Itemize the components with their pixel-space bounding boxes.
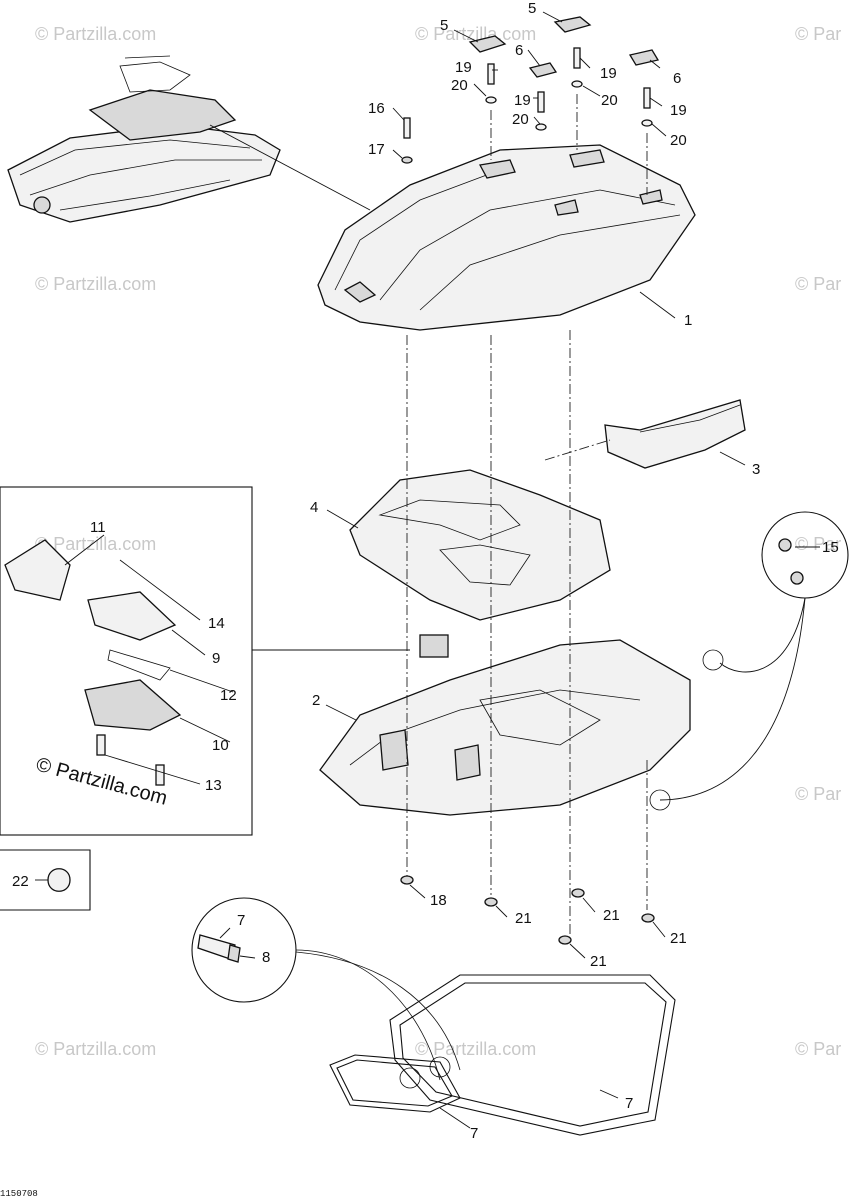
callout-19: 19 [670,102,687,119]
callout-21: 21 [670,930,687,947]
watermark-faint: © Partzilla.com [415,1039,536,1059]
watermark-faint-edge: © Par [795,24,841,44]
callout-12: 12 [220,687,237,704]
callout-20: 20 [512,111,529,128]
watermark-faint-edge: © Par [795,274,841,294]
watermark-faint: © Partzilla.com [415,24,536,44]
callout-2: 2 [312,692,320,709]
callout-20: 20 [451,77,468,94]
callout-7: 7 [237,912,245,929]
callout-19: 19 [455,59,472,76]
watermark-partzilla: © Partzilla.com [34,754,170,810]
callout-15: 15 [822,539,839,556]
gasket-seal [191,897,676,1136]
callout-7: 7 [625,1095,633,1112]
watermark-faint: © Partzilla.com [35,534,156,554]
callout-9: 9 [212,650,220,667]
callout-6: 6 [515,42,523,59]
callout-18: 18 [430,892,447,909]
inset-box-clamp [0,849,91,911]
part-front-tub [319,634,691,816]
callout-11: 11 [90,519,106,536]
callout-21: 21 [603,907,620,924]
diagram-reference-code: 1150708 [0,1189,38,1199]
callout-4: 4 [310,499,318,516]
watermark-faint-edge: © Par [795,534,841,554]
callout-13: 13 [205,777,222,794]
callout-numbers: 5 5 6 6 19 19 19 19 20 20 20 20 16 17 1 … [12,0,839,1142]
callout-16: 16 [368,100,385,117]
callout-3: 3 [752,461,760,478]
callout-1: 1 [684,312,692,329]
detail-circle-15 [649,511,849,811]
callout-10: 10 [212,737,229,754]
callout-17: 17 [368,141,385,158]
callout-14: 14 [208,615,225,632]
watercraft-overview [7,55,371,223]
watermark-strong: © Partzilla.com [34,754,170,810]
callout-21: 21 [515,910,532,927]
callout-7: 7 [470,1125,478,1142]
watermark-faint-edge: © Par [795,1039,841,1059]
top-hardware [401,16,660,164]
inset-box-latch [0,486,410,836]
nuts-bottom [400,875,655,945]
part-hood-cover [317,144,696,331]
watermark-faint: © Partzilla.com [35,24,156,44]
callout-6: 6 [673,70,681,87]
callout-19: 19 [600,65,617,82]
callout-8: 8 [262,949,270,966]
leader-lines [35,11,820,1129]
callout-19: 19 [514,92,531,109]
watermark-faint-edge: © Par [795,784,841,804]
part-storage-bin [349,469,611,621]
watermark-faint: © Partzilla.com [35,1039,156,1059]
callout-21: 21 [590,953,607,970]
callout-5: 5 [440,17,448,34]
callout-20: 20 [670,132,687,149]
alignment-lines [406,94,648,935]
watermark-faint: © Partzilla.com [35,274,156,294]
callout-22: 22 [12,873,29,890]
callout-5: 5 [528,0,536,17]
part-seat-trim [604,399,746,469]
callout-20: 20 [601,92,618,109]
